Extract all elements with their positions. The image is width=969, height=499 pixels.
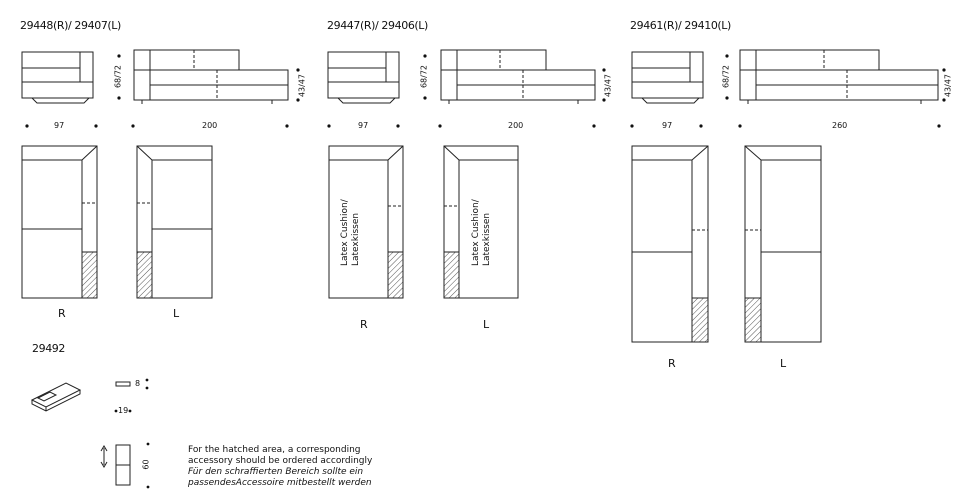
accessory-depth-label: 60 — [141, 459, 151, 470]
accessory-top-view — [115, 381, 131, 387]
group2-height-label: 68/72 — [419, 64, 429, 89]
group3-seat-height-label: 43/47 — [943, 73, 953, 98]
group2-plan-left — [443, 145, 519, 299]
group1-left-label: L — [173, 307, 180, 320]
group2-left-label: L — [483, 318, 490, 331]
group2-width-long: 200 — [508, 121, 524, 130]
group1-plan-left — [136, 145, 213, 299]
group3-height-label: 68/72 — [721, 64, 731, 89]
group2-side-view-long — [440, 49, 596, 104]
group3-width-small: 97 — [662, 121, 673, 130]
group3-left-label: L — [780, 357, 787, 370]
group3-plan-left — [744, 145, 822, 343]
group2-side-view-small — [327, 51, 400, 104]
group1-width-long: 200 — [202, 121, 218, 130]
group1-side-view-small — [21, 51, 94, 104]
group1-height-label: 68/72 — [113, 64, 123, 89]
group3-side-view-small — [631, 51, 704, 104]
note-de-line2: passendesAccessoire mitbestellt werden — [188, 478, 372, 488]
accessory-isometric — [30, 382, 82, 412]
group1-plan-right — [21, 145, 98, 299]
group3-right-label: R — [668, 357, 676, 370]
group1-side-view-long — [133, 49, 289, 104]
group3-side-view-long — [739, 49, 939, 104]
hatched-area-note: For the hatched area, a corresponding ac… — [188, 445, 372, 489]
note-de-line1: Für den schraffierten Bereich sollte ein — [188, 467, 364, 477]
accessory-width-label: 19 — [118, 406, 129, 415]
group2-plan-right — [328, 145, 404, 299]
group2-cushion-label-right: Latex Cushion/Latexkissen — [340, 199, 361, 266]
dimension-markers — [25, 54, 946, 489]
group1-right-label: R — [58, 307, 66, 320]
group1-product-code: 29448(R)/ 29407(L) — [20, 19, 121, 32]
note-en-line2: accessory should be ordered accordingly — [188, 456, 373, 466]
group2-product-code: 29447(R)/ 29406(L) — [327, 19, 428, 32]
group2-width-small: 97 — [358, 121, 369, 130]
group2-right-label: R — [360, 318, 368, 331]
group1-seat-height-label: 43/47 — [297, 73, 307, 98]
group2-cushion-label-left: Latex Cushion/Latexkissen — [471, 199, 492, 266]
group3-product-code: 29461(R)/ 29410(L) — [630, 19, 731, 32]
group2-seat-height-label: 43/47 — [603, 73, 613, 98]
group3-width-long: 260 — [832, 121, 848, 130]
note-en-line1: For the hatched area, a corresponding — [188, 445, 361, 455]
accessory-thickness-label: 8 — [135, 379, 141, 388]
group3-plan-right — [631, 145, 709, 343]
group1-width-small: 97 — [54, 121, 65, 130]
accessory-product-code: 29492 — [32, 342, 65, 355]
accessory-front-view — [100, 444, 131, 486]
